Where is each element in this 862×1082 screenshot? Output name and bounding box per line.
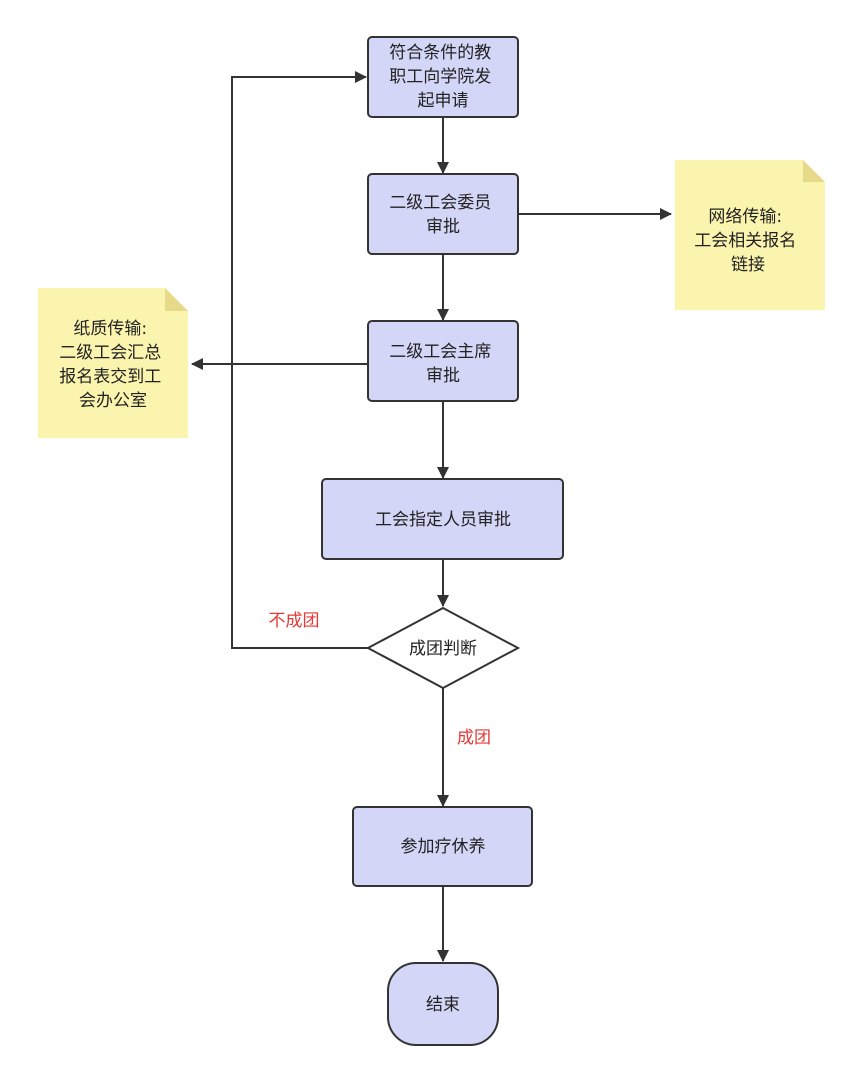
node-designee-approval-label: 工会指定人员审批	[375, 510, 511, 530]
note-paper: 纸质传输: 二级工会汇总 报名表交到工 会办公室	[38, 288, 188, 438]
node-decision[interactable]: 成团判断	[365, 606, 521, 690]
node-chair-approval-label: 二级工会主席 审批	[389, 342, 496, 386]
node-join-label: 参加疗休养	[401, 837, 486, 857]
node-end-label: 结束	[426, 995, 460, 1015]
edge-decision-loop-back	[231, 71, 368, 649]
node-join[interactable]: 参加疗休养	[352, 806, 533, 887]
node-member-approval-label: 二级工会委员 审批	[389, 193, 496, 237]
node-member-approval[interactable]: 二级工会委员 审批	[367, 173, 519, 255]
node-end[interactable]: 结束	[387, 962, 499, 1046]
node-designee-approval[interactable]: 工会指定人员审批	[321, 478, 564, 560]
note-paper-label: 纸质传输: 二级工会汇总 报名表交到工 会办公室	[59, 319, 166, 411]
node-apply-label: 符合条件的教 职工向学院发 起申请	[389, 43, 496, 111]
edge-label-not-formed: 不成团	[269, 611, 320, 631]
node-apply[interactable]: 符合条件的教 职工向学院发 起申请	[367, 36, 519, 118]
node-decision-label: 成团判断	[409, 639, 477, 659]
edges	[191, 71, 672, 962]
note-online: 网络传输: 工会相关报名 链接	[675, 160, 825, 310]
node-chair-approval[interactable]: 二级工会主席 审批	[367, 320, 519, 402]
edge-label-formed: 成团	[457, 728, 491, 748]
note-online-label: 网络传输: 工会相关报名 链接	[694, 207, 801, 275]
